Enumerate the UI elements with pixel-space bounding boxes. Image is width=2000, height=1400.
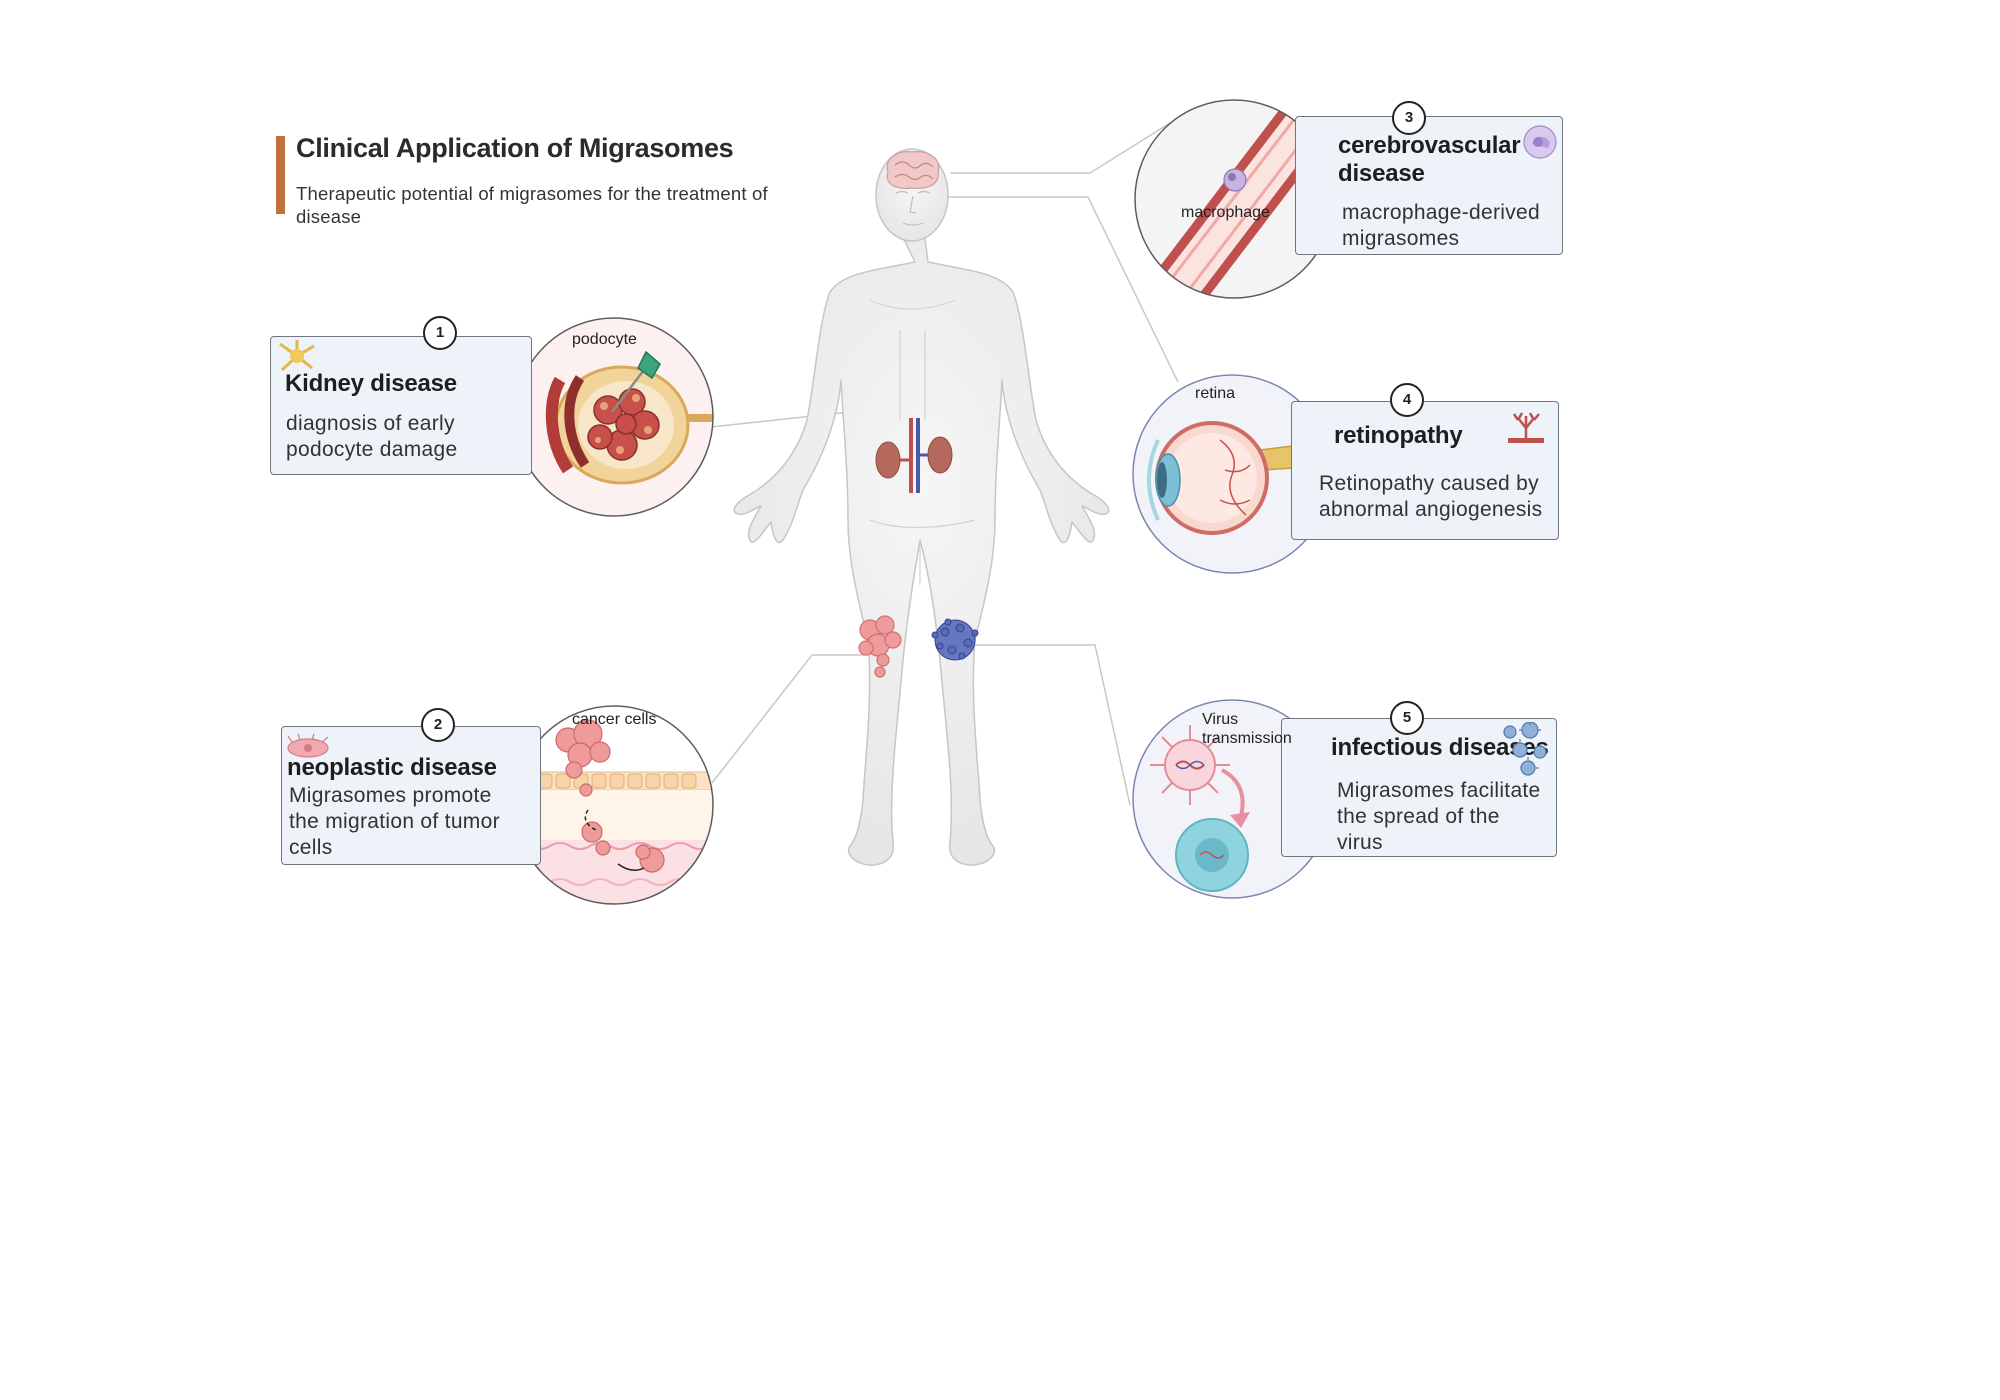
page-title: Clinical Application of Migrasomes xyxy=(296,133,734,163)
angiogenesis-icon xyxy=(1506,410,1546,446)
retina-label: retina xyxy=(1195,385,1236,402)
card-1-description: diagnosis of early podocyte damage xyxy=(286,412,458,461)
card-infectious-diseases xyxy=(1281,718,1557,857)
virus-transmission-label: Virus transmission xyxy=(1202,711,1292,747)
card-5-number-badge: 5 xyxy=(1390,701,1424,735)
card-3-number-badge: 3 xyxy=(1392,101,1426,135)
page-subtitle: Therapeutic potential of migrasomes for … xyxy=(296,183,768,227)
human-body-figure xyxy=(733,148,1110,866)
podocyte-cell-icon xyxy=(274,338,320,374)
connector-knee-to-card-2 xyxy=(711,654,865,784)
card-cerebrovascular-disease xyxy=(1295,116,1563,255)
podocyte-label: podocyte xyxy=(572,331,637,348)
macrophage-illustration xyxy=(1134,99,1334,299)
card-5-title: infectious diseases xyxy=(1331,734,1549,761)
virus-icon xyxy=(1500,721,1550,778)
card-2-number-badge: 2 xyxy=(421,708,455,742)
card-2-title: neoplastic disease xyxy=(287,754,497,781)
retina-illustration xyxy=(1132,374,1332,574)
virus-cluster-icon xyxy=(931,618,979,661)
tumor-cluster-icon xyxy=(858,615,902,678)
podocyte-illustration xyxy=(514,317,714,517)
body-contour-lines xyxy=(869,299,976,585)
card-kidney-disease xyxy=(270,336,532,475)
card-3-description: macrophage-derived migrasomes xyxy=(1342,201,1541,250)
kidneys-icon xyxy=(875,418,953,493)
card-4-title: retinopathy xyxy=(1334,422,1463,449)
card-3-title: cerebrovascular disease xyxy=(1338,132,1521,187)
card-4-number-badge: 4 xyxy=(1390,383,1424,417)
macrophage-icon xyxy=(1522,124,1558,160)
connector-brain-to-card-3 xyxy=(950,122,1171,174)
header-accent-bar xyxy=(276,136,285,214)
cancer-cells-illustration xyxy=(514,705,714,905)
card-1-title: Kidney disease xyxy=(285,370,457,397)
card-5-description: Migrasomes facilitate the spread of the … xyxy=(1337,779,1541,854)
face-features xyxy=(895,190,931,226)
card-2-description: Migrasomes promote the migration of tumo… xyxy=(289,784,500,859)
macrophage-label: macrophage xyxy=(1181,204,1270,221)
cancer-cells-label: cancer cells xyxy=(572,711,657,728)
card-retinopathy xyxy=(1291,401,1559,540)
tumor-cell-icon xyxy=(284,732,332,760)
brain-icon xyxy=(886,151,940,189)
connector-brain-to-card-4 xyxy=(945,196,1179,383)
connector-knee-to-card-5 xyxy=(975,644,1131,806)
card-4-description: Retinopathy caused by abnormal angiogene… xyxy=(1319,472,1543,521)
card-1-number-badge: 1 xyxy=(423,316,457,350)
